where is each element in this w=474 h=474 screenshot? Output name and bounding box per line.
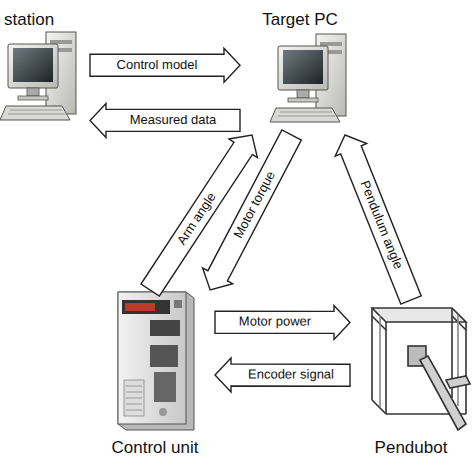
icon-node: Pendubot xyxy=(350,300,472,460)
block-arrow xyxy=(215,305,350,339)
arrow-label: Motor power xyxy=(238,315,310,330)
node-label: station xyxy=(4,10,54,30)
node-label: Target PC xyxy=(262,10,338,30)
icon-node: Target PC xyxy=(240,8,360,135)
servo-drive-icon xyxy=(118,292,194,430)
arrow-label: Pendulum angle xyxy=(357,179,406,272)
icon-node: station xyxy=(0,8,90,135)
block-arrow xyxy=(90,103,240,137)
arrow-label: Measured data xyxy=(130,113,217,128)
pendubot-icon xyxy=(372,308,470,430)
node-label: Pendubot xyxy=(375,438,448,458)
computer-icon xyxy=(0,32,76,120)
block-arrow xyxy=(215,358,350,392)
icon-node: Control unit xyxy=(95,290,215,460)
block-arrow xyxy=(335,135,421,304)
computer-icon xyxy=(270,34,346,122)
block-arrow xyxy=(203,130,302,290)
block-arrow xyxy=(90,48,240,82)
arrow-label: Arm angle xyxy=(174,190,219,248)
arrow-label: Encoder signal xyxy=(247,368,333,383)
arrow-label: Motor torque xyxy=(231,169,278,241)
node-label: Control unit xyxy=(112,438,199,458)
arrow-label: Control model xyxy=(117,58,198,73)
